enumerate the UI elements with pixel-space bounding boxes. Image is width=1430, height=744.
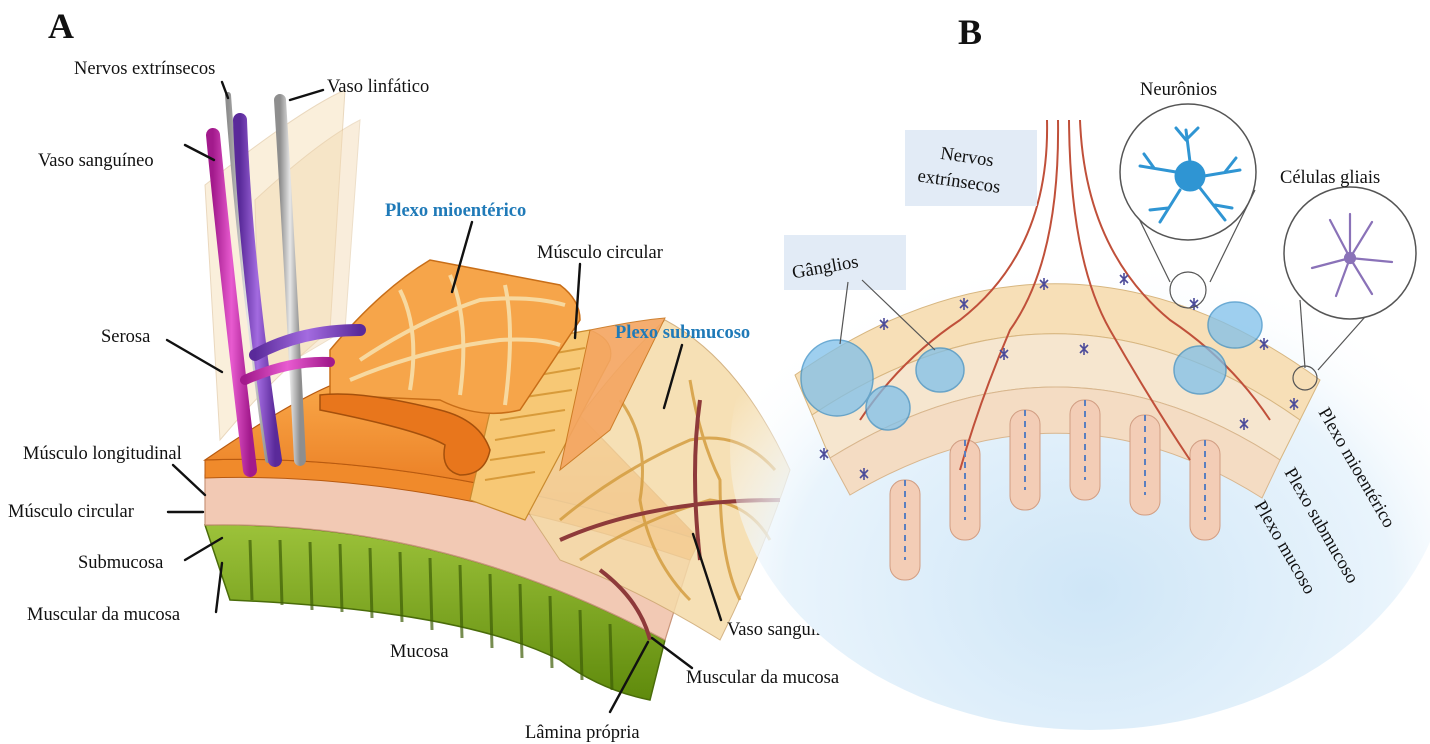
label-neuronios: Neurônios [1140, 80, 1217, 100]
panel-a: A Nervos extrínsecos Vaso linfático Vaso… [8, 6, 843, 743]
label-plexo-submucoso-a: Plexo submucoso [615, 323, 750, 343]
label-vaso-sanguineo-top: Vaso sanguíneo [38, 151, 154, 171]
label-mucosa: Mucosa [390, 642, 449, 662]
label-plexo-mioenterico-a: Plexo mioentérico [385, 201, 526, 221]
label-musculo-circular: Músculo circular [8, 502, 134, 522]
label-celulas-gliais: Células gliais [1280, 168, 1380, 188]
label-muscular-da-mucosa-right: Muscular da mucosa [686, 668, 839, 688]
label-submucosa: Submucosa [78, 553, 163, 573]
panel-a-letter: A [48, 6, 74, 46]
label-musculo-circular-top: Músculo circular [537, 243, 663, 263]
panel-b-letter: B [958, 12, 982, 52]
label-muscular-da-mucosa-left: Muscular da mucosa [27, 605, 180, 625]
label-lamina-propria: Lâmina própria [525, 723, 640, 743]
panel-b: B Neurônios Nervos extrínsecos Células g… [730, 12, 1430, 730]
label-serosa: Serosa [101, 327, 150, 347]
label-musculo-longitudinal: Músculo longitudinal [23, 444, 182, 464]
label-vaso-linfatico: Vaso linfático [327, 77, 429, 97]
label-nervos-extrinsecos: Nervos extrínsecos [74, 59, 215, 79]
